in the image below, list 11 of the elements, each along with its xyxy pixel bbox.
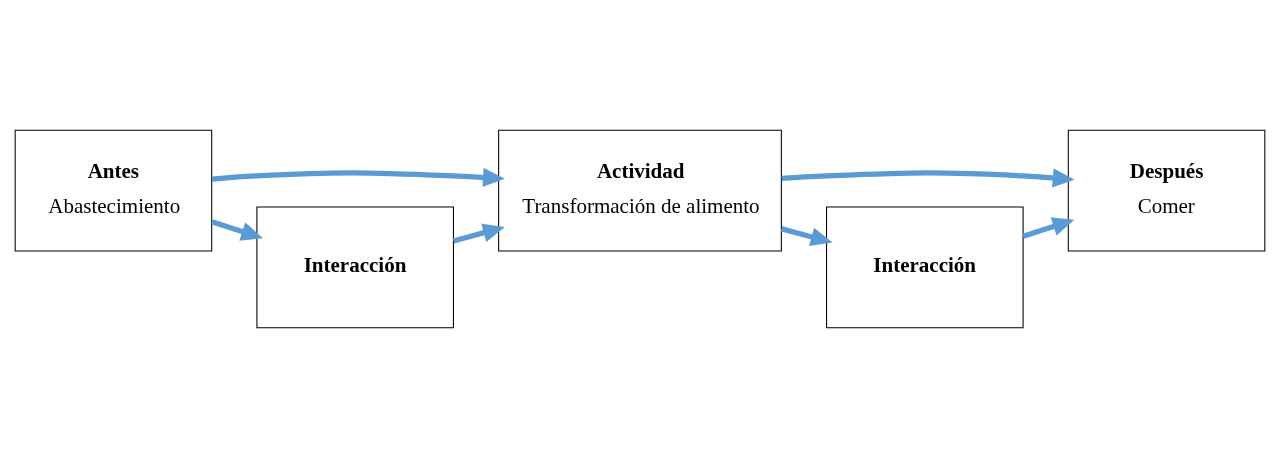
node-box: Antes Abastecimiento xyxy=(14,129,213,252)
node-box: Actividad Transformación de alimento xyxy=(498,129,782,252)
arrow xyxy=(781,167,1075,187)
node-box: Interacción xyxy=(826,205,1024,328)
node-box: Interacción xyxy=(256,205,454,328)
node-box: Después Comer xyxy=(1067,129,1266,252)
arrow xyxy=(452,223,505,243)
arrow xyxy=(780,225,833,246)
arrow xyxy=(1022,216,1075,239)
arrow xyxy=(211,167,505,187)
arrow xyxy=(211,218,263,241)
